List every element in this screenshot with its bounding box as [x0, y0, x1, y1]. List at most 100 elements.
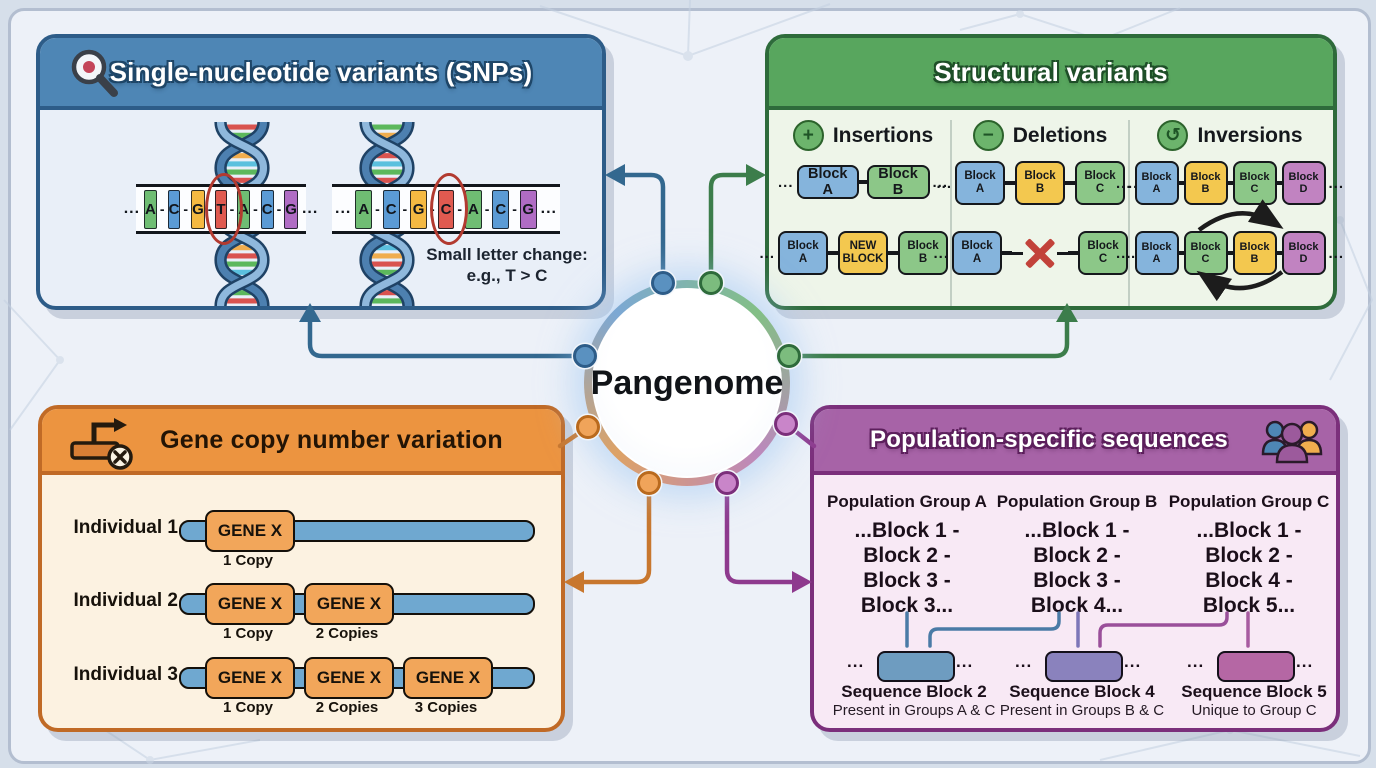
snps-panel: Single-nucleotide variants (SNPs) [36, 34, 606, 310]
group-name: Population Group B [996, 492, 1158, 511]
seq-dots: ... [1296, 652, 1314, 671]
copy-caption: 3 Copies [414, 699, 478, 716]
inversions-label: Inversions [1197, 123, 1303, 147]
magnifier-icon [71, 49, 118, 97]
seq-dots: ... [1124, 652, 1142, 671]
row-dots: ... [932, 173, 949, 191]
insertions-label: Insertions [832, 123, 934, 147]
sequence-dots: ... [335, 200, 352, 217]
structural-header: Structural variants [769, 38, 1333, 110]
pangenome-label: Pangenome [590, 363, 784, 402]
seq-dots: ... [1015, 652, 1033, 671]
population-header: Population-specific sequences [814, 409, 1336, 475]
block-link [1068, 251, 1078, 255]
block-link [888, 251, 898, 255]
seq-block-note: Present in Groups B & C [999, 702, 1165, 719]
snp-note-line2: e.g., T > C [466, 266, 548, 285]
copy-caption: 1 Copy [222, 552, 273, 569]
block: Block A [796, 165, 859, 199]
structural-panel: Structural variants + Insertions ... Blo… [759, 34, 1343, 310]
row-dots: ... [777, 173, 794, 191]
block-link [1227, 251, 1233, 255]
structural-title: Structural variants [934, 56, 1168, 87]
block-link [1002, 251, 1012, 255]
nucleotide-sep: - [484, 201, 490, 217]
row-dots: ... [936, 174, 952, 192]
block-link [1065, 181, 1075, 185]
nucleotide: A [144, 189, 157, 229]
population-group-a: Population Group A ...Block 1 - Block 2 … [821, 492, 993, 618]
sequence-dots: ... [123, 200, 141, 217]
nucleotide: C [260, 189, 274, 229]
group-block-line: Block 2 - [863, 544, 951, 567]
group-name: Population Group C [1168, 492, 1330, 511]
nucleotide: G [410, 189, 427, 229]
gene-box: GENE X [403, 657, 493, 699]
group-block-line: ...Block 1 - [854, 519, 960, 542]
seq-dots: ... [956, 652, 974, 671]
group-block-line: Block 5... [1202, 594, 1296, 617]
sequence-block-2 [877, 651, 955, 682]
insertions-row-before: ... Block A Block B ... [775, 165, 951, 199]
group-block-line: Block 4... [1030, 594, 1124, 617]
nucleotide-sep: - [375, 201, 380, 217]
nucleotide: C [382, 189, 400, 229]
row-dots: ... [1328, 244, 1345, 262]
population-group-b: Population Group B ...Block 1 - Block 2 … [991, 492, 1163, 618]
dashed-link [1057, 251, 1068, 255]
block-link [1276, 251, 1282, 255]
group-block-line: Block 2 - [1205, 544, 1293, 567]
deletions-subheader: − Deletions [972, 120, 1108, 151]
group-block-line: Block 4 - [1205, 569, 1293, 592]
sequence-dots: ... [301, 200, 319, 217]
population-group-c: Population Group C ...Block 1 - Block 2 … [1163, 492, 1335, 618]
snps-header: Single-nucleotide variants (SNPs) [40, 38, 602, 110]
block-link [859, 180, 867, 184]
group-block-line: Block 3 - [1033, 569, 1121, 592]
row-dots: ... [1115, 174, 1132, 192]
column-divider [950, 120, 952, 306]
sequence-block-4 [1045, 651, 1123, 682]
block-link [1178, 251, 1184, 255]
deletions-label: Deletions [1012, 123, 1108, 147]
nucleotide: G [519, 189, 537, 229]
block: Block B [866, 165, 930, 199]
insertions-section: + Insertions ... Block A Block B ... ...… [759, 120, 966, 275]
dashed-link [1012, 251, 1023, 255]
sequence-dots: ... [540, 200, 557, 217]
row-dots: ... [1328, 174, 1345, 192]
cnv-title: Gene copy number variation [160, 425, 503, 454]
individual-label: Individual 2 [73, 590, 178, 611]
snp-note-line1: Small letter change: [426, 245, 588, 264]
individual-label: Individual 1 [73, 517, 178, 538]
variant-highlight-oval [430, 173, 468, 245]
nucleotide-sep: - [276, 201, 282, 217]
copy-caption: 1 Copy [222, 625, 273, 642]
variant-highlight-oval [205, 173, 243, 245]
nucleotide-sep: - [253, 201, 258, 217]
seq-dots: ... [1187, 652, 1205, 671]
individual-label: Individual 3 [73, 664, 178, 685]
block-link [1005, 181, 1015, 185]
nucleotide-sep: - [183, 201, 189, 217]
copy-caption: 1 Copy [222, 699, 273, 716]
copy-caption: 2 Copies [315, 699, 379, 716]
gene-box: GENE X [304, 583, 394, 625]
insertions-subheader: + Insertions [792, 120, 934, 151]
seq-block-note: Present in Groups A & C [832, 702, 996, 719]
